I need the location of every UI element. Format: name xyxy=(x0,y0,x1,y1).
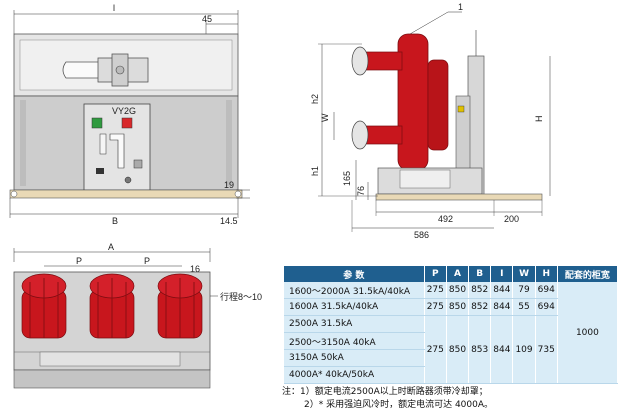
cell-B: 852 xyxy=(468,282,492,299)
cell-H: 694 xyxy=(535,282,558,299)
side-view: 1 h2 W h1 H 165 76 xyxy=(310,2,551,240)
dim-586: 586 xyxy=(414,230,429,240)
pole-middle xyxy=(89,273,135,339)
table-row: 4000A* 40kA/50kA xyxy=(284,366,618,384)
stroke-label: 行程8～10 xyxy=(220,291,262,302)
row-param: 1600～2000A 31.5kA/40kA xyxy=(284,282,425,299)
dim-492: 492 xyxy=(438,214,453,224)
indicator-icon xyxy=(96,168,104,174)
table-row: 2500A 31.5kA 275 850 853 844 109 735 xyxy=(284,315,618,384)
dim-H: H xyxy=(534,116,544,123)
dim-W: W xyxy=(320,113,330,122)
dim-19: 19 xyxy=(224,180,234,190)
dim-P1: P xyxy=(76,256,82,266)
row-param: 4000A* 40kA/50kA xyxy=(284,366,425,384)
table-row: 1600～2000A 31.5kA/40kA 275 850 852 844 7… xyxy=(284,282,619,384)
callout-1: 1 xyxy=(458,2,463,12)
table-row: 2500～3150A 40kA xyxy=(284,332,618,350)
cell-A: 850 xyxy=(446,298,470,316)
cell-I: 844 xyxy=(490,298,514,316)
close-button-icon xyxy=(91,117,103,129)
header-cabinet-width: 配套的柜宽 xyxy=(557,266,619,282)
upper-contact-icon xyxy=(351,46,369,76)
dim-h2: h2 xyxy=(310,94,320,104)
cell-cabinet-width: 1000 xyxy=(557,282,619,384)
row-param: 1600A 31.5kA/40kA xyxy=(284,298,425,316)
cell-B: 852 xyxy=(468,298,492,316)
row-param: 3150A 50kA xyxy=(284,349,425,367)
cell-W: 109 xyxy=(512,315,536,384)
dim-76: 76 xyxy=(356,186,366,196)
dim-h1: h1 xyxy=(310,166,320,176)
dim-l: l xyxy=(113,3,115,13)
table-row: 3150A 50kA xyxy=(284,349,618,367)
table-header-row: 参 数 P A B I W H 配套的柜宽 xyxy=(284,266,619,282)
cell-W: 79 xyxy=(512,282,536,299)
notes: 注：1）额定电流2500A以上时断路器须带冷却罩； 2）* 采用强迫风冷时，额定… xyxy=(282,386,493,412)
header-P: P xyxy=(424,266,447,282)
dim-200: 200 xyxy=(504,214,519,224)
cell-I: 844 xyxy=(490,282,514,299)
note-line-1: 注：1）额定电流2500A以上时断路器须带冷却罩； xyxy=(282,387,488,397)
cell-P: 275 xyxy=(424,298,447,316)
header-I: I xyxy=(490,266,514,282)
cell-W: 55 xyxy=(512,298,536,316)
pole-right xyxy=(157,273,203,339)
dim-16: 16 xyxy=(190,264,200,274)
note-line-2: 2）* 采用强迫风冷时，额定电流可达 4000A。 xyxy=(304,400,494,410)
pole-left xyxy=(21,273,67,339)
cell-A: 850 xyxy=(446,315,470,384)
dim-A: A xyxy=(108,242,114,252)
header-A: A xyxy=(446,266,470,282)
header-param: 参 数 xyxy=(284,266,425,282)
cell-H: 735 xyxy=(535,315,558,384)
cell-B: 853 xyxy=(468,315,492,384)
table-row: 1600A 31.5kA/40kA 275 850 852 844 55 694 xyxy=(284,298,618,316)
lower-contact-icon xyxy=(351,120,369,150)
header-W: W xyxy=(512,266,536,282)
dim-14-5: 14.5 xyxy=(220,216,238,226)
open-button-icon xyxy=(121,117,133,129)
top-view: A P P 16 xyxy=(13,242,262,389)
header-B: B xyxy=(468,266,492,282)
header-H: H xyxy=(535,266,558,282)
cell-A: 850 xyxy=(446,282,470,299)
cell-H: 694 xyxy=(535,298,558,316)
cell-P: 275 xyxy=(424,282,447,299)
cell-P: 275 xyxy=(424,315,447,384)
dim-B: B xyxy=(112,216,118,226)
dim-P2: P xyxy=(144,256,150,266)
cell-I: 844 xyxy=(490,315,514,384)
front-view: l 45 VY2G 19 xyxy=(9,3,250,226)
row-param: 2500A 31.5kA xyxy=(284,315,425,333)
row-param: 2500～3150A 40kA xyxy=(284,332,425,350)
dim-165: 165 xyxy=(342,171,352,186)
model-label: VY2G xyxy=(112,106,136,116)
spec-table: 参 数 P A B I W H 配套的柜宽 1600～2000A 31.5kA/… xyxy=(284,266,619,384)
dim-45: 45 xyxy=(202,14,212,24)
